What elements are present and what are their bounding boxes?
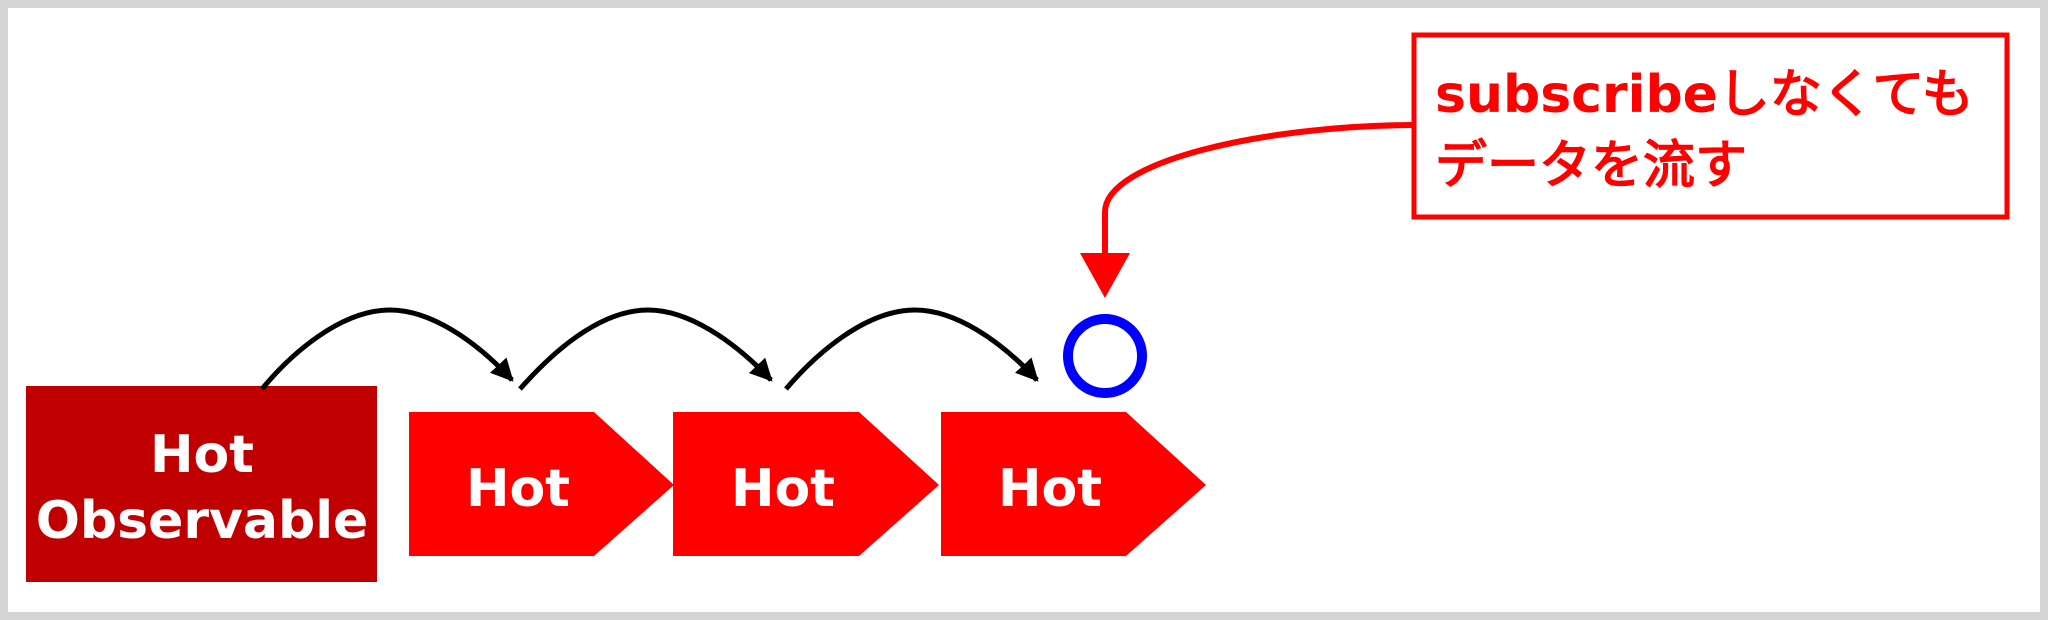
hot-observable-box [26,386,377,582]
hot-operator-2: Hot [673,412,939,556]
arc-arrow-1 [260,307,514,391]
callout-box [1411,32,2010,220]
callout-text-line2: データを流す [1435,136,1747,196]
callout-text-line1: subscribeしなくても [1435,65,1974,125]
hot-operator-3-label: Hot [998,459,1102,519]
callout-pointer-line [1102,122,1413,254]
callout-pointer-head [1080,253,1130,298]
hot-operator-3-shape [941,412,1206,556]
hot-operator-1-shape [409,412,674,556]
emission-circle [1063,314,1147,398]
hot-observable-block: Hot Observable [26,386,377,582]
hot-operator-2-label: Hot [731,459,835,519]
hot-operator-1-label: Hot [466,459,570,519]
hot-operator-3: Hot [941,412,1206,556]
hot-observable-label-line2: Observable [36,491,369,551]
arc-arrow-3 [784,307,1039,391]
hot-operator-1: Hot [409,412,674,556]
hot-operator-2-shape [673,412,939,556]
hot-observable-label-line1: Hot [150,425,254,485]
arc-arrow-2 [518,307,773,391]
callout: subscribeしなくても データを流す [1411,32,2010,220]
